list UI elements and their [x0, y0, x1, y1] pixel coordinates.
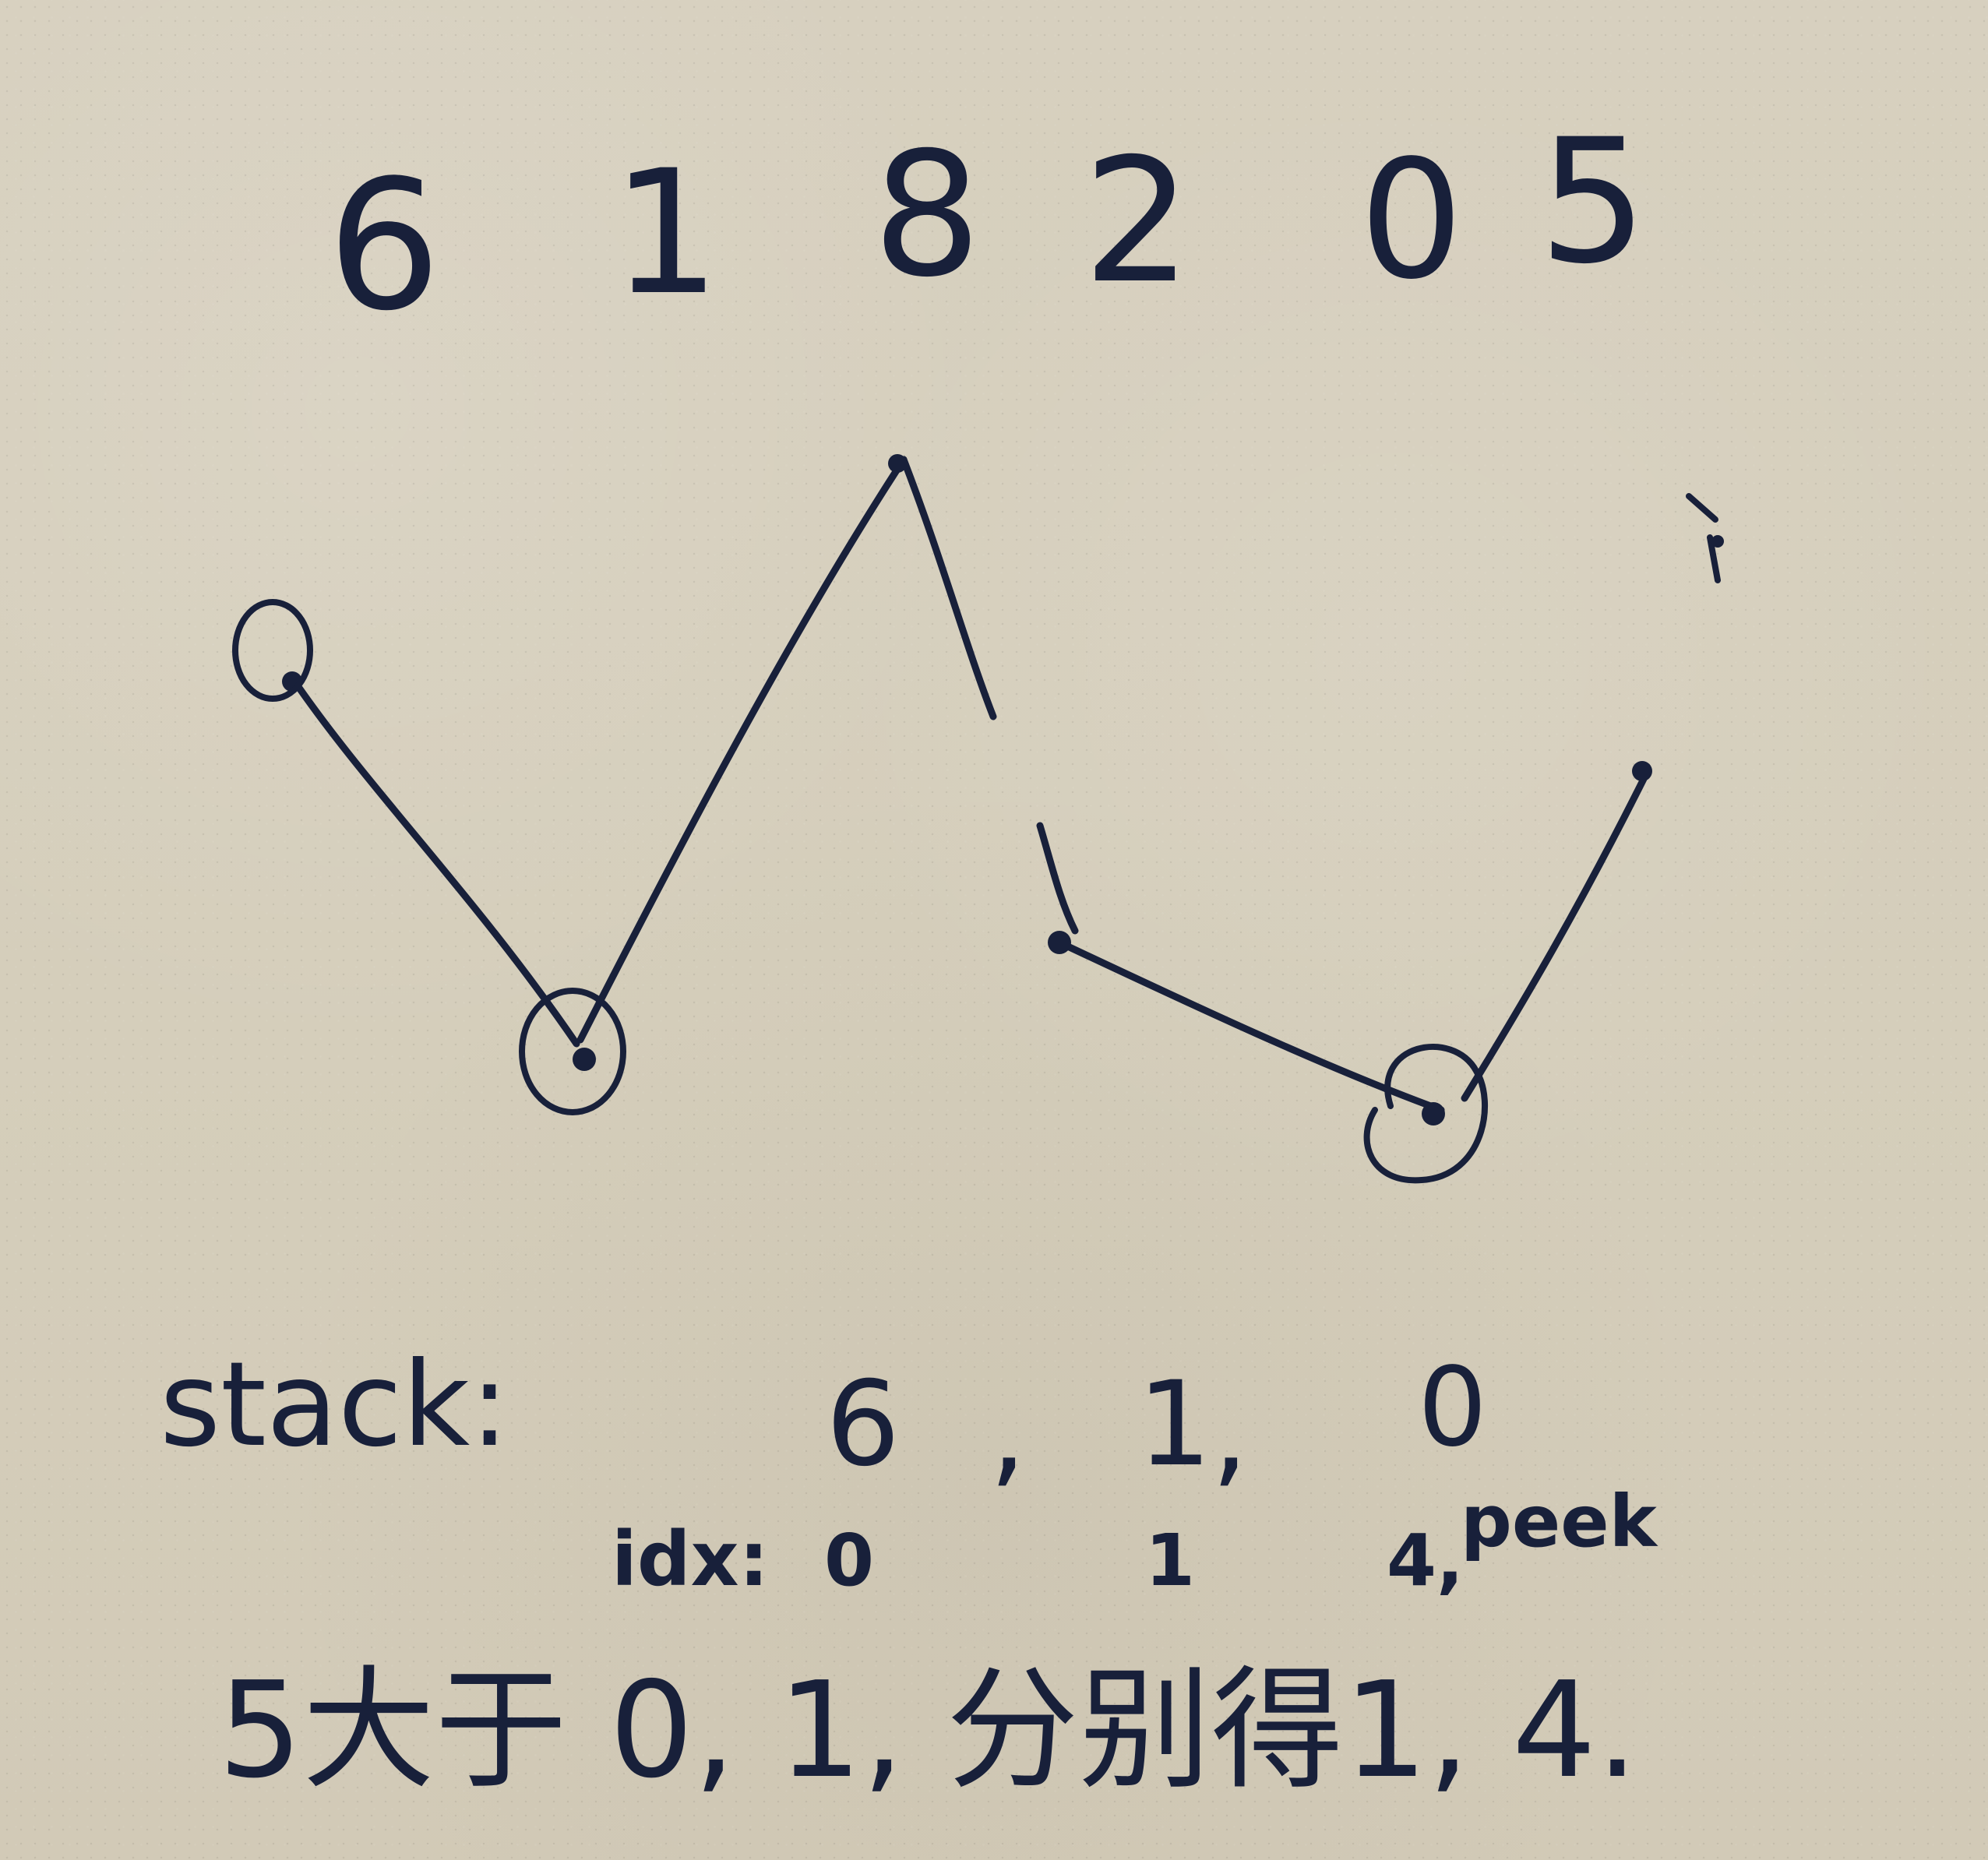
digit-5: 5	[1539, 102, 1648, 301]
trend-line-segment-1	[288, 674, 580, 1048]
stack-value-0: 0	[1418, 1344, 1487, 1471]
stack-value-6: 6	[826, 1357, 900, 1492]
digit-2: 2	[1083, 122, 1192, 321]
chinese-note: 5大于 0, 1, 分别得1, 4.	[218, 1654, 1638, 1808]
digit-1: 1	[612, 133, 721, 333]
idx-value-0: 0	[824, 1519, 874, 1602]
digit-8: 8	[872, 115, 982, 315]
stack-comma-1: ,	[989, 1365, 1027, 1500]
idx-value-4: 4,	[1387, 1519, 1464, 1602]
stack-circle-0	[1363, 1043, 1488, 1184]
point-8	[888, 454, 907, 473]
point-2	[1048, 931, 1071, 954]
stack-comma-2: ,	[1211, 1365, 1249, 1500]
point-0	[1422, 1102, 1445, 1126]
corner-dot	[1711, 535, 1724, 548]
stack-label: stack:	[160, 1337, 509, 1473]
stack-value-1: 1	[1137, 1357, 1211, 1492]
trend-line-segment-5	[1461, 775, 1648, 1102]
stack-circle-6	[232, 599, 313, 702]
corner-mark	[1686, 493, 1721, 583]
stack-circle-1	[519, 988, 626, 1115]
idx-label: idx:	[612, 1516, 769, 1603]
trend-line-segment-2	[576, 456, 908, 1044]
trend-line-segment-3	[900, 456, 1079, 935]
idx-value-1: 1	[1145, 1519, 1195, 1602]
peek-label: peek	[1461, 1480, 1658, 1563]
digit-0: 0	[1359, 125, 1464, 315]
point-5	[1632, 761, 1652, 781]
point-1	[573, 1048, 596, 1071]
digit-6: 6	[327, 143, 441, 351]
trend-line-segment-4	[1056, 939, 1445, 1114]
